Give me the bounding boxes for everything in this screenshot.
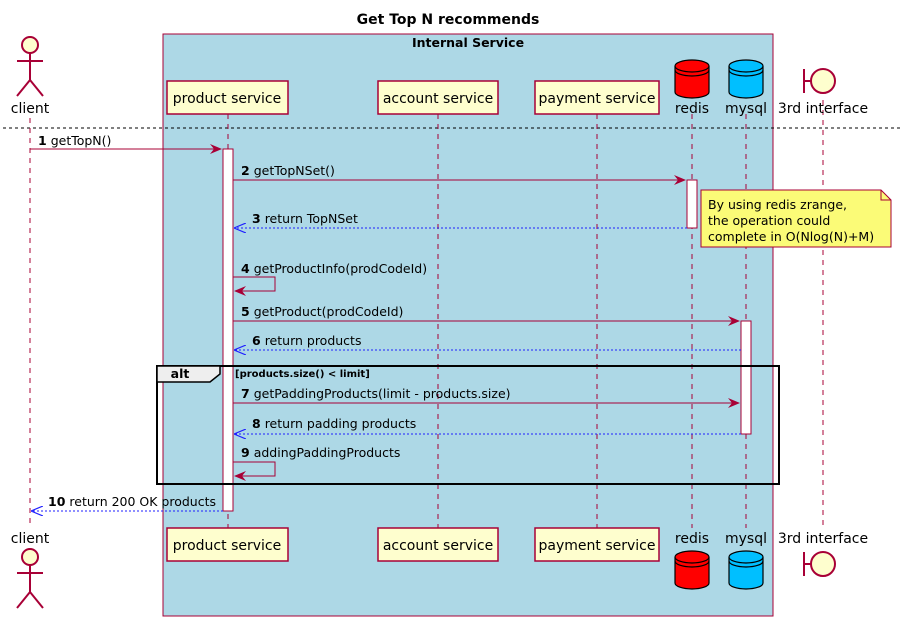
note-line-2: the operation could <box>708 213 830 228</box>
message-7: 7 getPaddingProducts(limit - products.si… <box>241 386 511 401</box>
activation-product-service <box>222 148 234 512</box>
alt-condition: [products.size() < limit] <box>235 369 370 380</box>
actor-client-bottom <box>16 548 44 609</box>
participant-redis-top: redis <box>675 101 709 117</box>
participant-box-account-top <box>377 80 499 115</box>
participant-client-bottom: client <box>11 531 50 547</box>
message-6: 6 return products <box>252 333 361 348</box>
participant-mysql-top: mysql <box>725 101 767 117</box>
participant-account-bottom: account service <box>383 538 493 554</box>
participant-box-product-bottom <box>166 527 289 562</box>
note-line-1: By using redis zrange, <box>708 197 847 212</box>
message-8: 8 return padding products <box>252 416 416 431</box>
alt-keyword: alt <box>171 366 190 381</box>
message-3: 3 return TopNSet <box>252 211 358 226</box>
internal-service-label: Internal Service <box>412 35 524 50</box>
participant-payment-top: payment service <box>539 91 656 107</box>
message-1: 1 getTopN() <box>38 133 111 148</box>
alt-frame: alt [products.size() < limit] <box>156 365 780 485</box>
message-4: 4 getProductInfo(prodCodeId) <box>241 261 427 276</box>
participant-3rd-interface-top: 3rd interface <box>778 101 868 117</box>
participant-account-top: account service <box>383 91 493 107</box>
participant-product-bottom: product service <box>173 538 281 554</box>
participant-box-payment-bottom <box>534 527 660 562</box>
participant-box-payment-top <box>534 80 660 115</box>
boundary-3rd-interface-bottom-icon <box>803 551 836 577</box>
participant-mysql-bottom: mysql <box>725 531 767 547</box>
participant-payment-bottom: payment service <box>539 538 656 554</box>
database-redis-bottom-icon <box>674 550 710 590</box>
arrow-msg-9 <box>233 461 276 481</box>
participant-box-product-top <box>166 80 289 115</box>
actor-head-icon <box>21 548 39 566</box>
note-line-3: complete in O(Nlog(N)+M) <box>708 229 874 244</box>
message-5: 5 getProduct(prodCodeId) <box>241 304 403 319</box>
database-redis-top-icon <box>674 59 710 99</box>
actor-head-icon <box>21 36 39 54</box>
boundary-3rd-interface-top-icon <box>803 68 836 94</box>
participant-box-account-bottom <box>377 527 499 562</box>
internal-service-box <box>162 33 774 617</box>
message-10: 10 return 200 OK products <box>48 494 216 509</box>
participant-product-top: product service <box>173 91 281 107</box>
activation-mysql <box>740 320 752 435</box>
message-2: 2 getTopNSet() <box>241 163 335 178</box>
actor-client-top <box>16 36 44 97</box>
participant-redis-bottom: redis <box>675 531 709 547</box>
diagram-title: Get Top N recommends <box>357 12 540 28</box>
activation-redis <box>686 179 698 229</box>
note-redis-zrange: By using redis zrange, the operation cou… <box>700 189 892 248</box>
message-9: 9 addingPaddingProducts <box>241 445 400 460</box>
participant-client-top: client <box>11 101 50 117</box>
arrow-msg-4 <box>233 276 276 296</box>
database-mysql-bottom-icon <box>728 550 764 590</box>
participant-3rd-interface-bottom: 3rd interface <box>778 531 868 547</box>
database-mysql-top-icon <box>728 59 764 99</box>
